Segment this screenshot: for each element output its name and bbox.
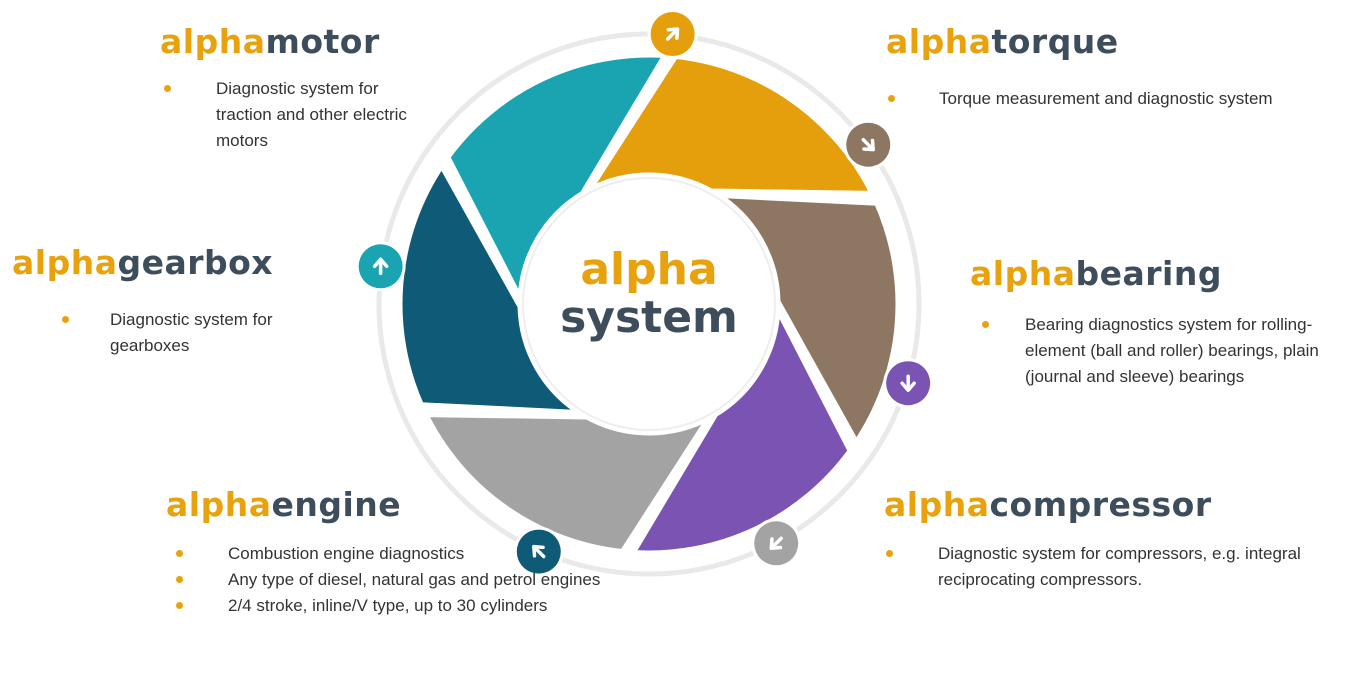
module-gearbox: alphagearbox Diagnostic system for gearb…	[12, 243, 332, 359]
bullet-icon	[176, 602, 183, 609]
module-title-engine: alphaengine	[166, 485, 636, 525]
feature-item: Any type of diesel, natural gas and petr…	[176, 567, 636, 593]
module-compressor: alphacompressor Diagnostic system for co…	[884, 485, 1344, 593]
bullet-icon	[176, 576, 183, 583]
segment-bearing	[628, 302, 855, 558]
feature-text: Combustion engine diagnostics	[228, 544, 465, 563]
module-title-motor: alphamotor	[160, 22, 450, 62]
feature-item: Torque measurement and diagnostic system	[888, 86, 1326, 112]
title-prefix: alpha	[886, 22, 992, 61]
title-prefix: alpha	[970, 254, 1076, 293]
bullet-icon	[888, 95, 895, 102]
module-title-bearing: alphabearing	[970, 254, 1355, 294]
feature-item: Diagnostic system for compressors, e.g. …	[886, 541, 1344, 593]
bullet-icon	[164, 85, 171, 92]
center-title-alpha: alpha	[580, 244, 717, 295]
feature-text: Diagnostic system for traction and other…	[216, 79, 407, 150]
feature-list-bearing: Bearing diagnostics system for rolling-e…	[982, 312, 1355, 390]
feature-item: Combustion engine diagnostics	[176, 541, 636, 567]
title-prefix: alpha	[12, 243, 118, 282]
feature-item: Diagnostic system for gearboxes	[62, 307, 332, 359]
title-suffix: gearbox	[117, 243, 274, 282]
title-prefix: alpha	[160, 22, 266, 61]
feature-text: Any type of diesel, natural gas and petr…	[228, 570, 601, 589]
arrow-up-left-icon	[513, 526, 564, 577]
feature-list-engine: Combustion engine diagnostics Any type o…	[176, 541, 636, 619]
title-prefix: alpha	[884, 485, 990, 524]
feature-text: Torque measurement and diagnostic system	[939, 89, 1273, 108]
segment-motor	[583, 51, 878, 198]
feature-list-torque: Torque measurement and diagnostic system	[888, 86, 1326, 112]
title-suffix: compressor	[989, 485, 1212, 524]
feature-text: Diagnostic system for gearboxes	[110, 310, 273, 355]
feature-text: Bearing diagnostics system for rolling-e…	[1025, 315, 1319, 386]
arrow-down-icon	[883, 358, 934, 409]
feature-text: Diagnostic system for compressors, e.g. …	[938, 544, 1301, 589]
title-suffix: engine	[271, 485, 402, 524]
arrow-down-right-icon	[843, 119, 894, 170]
feature-list-motor: Diagnostic system for traction and other…	[164, 76, 450, 154]
arrow-up-right-icon	[647, 9, 698, 60]
feature-item: Bearing diagnostics system for rolling-e…	[982, 312, 1355, 390]
arrow-up-icon	[355, 241, 406, 292]
center-disc	[522, 177, 776, 431]
title-suffix: torque	[991, 22, 1119, 61]
segment-engine	[395, 160, 587, 418]
bullet-icon	[982, 321, 989, 328]
arrow-down-left-icon	[751, 518, 802, 569]
segment-torque	[711, 190, 903, 448]
title-suffix: motor	[265, 22, 380, 61]
bullet-icon	[886, 550, 893, 557]
module-title-gearbox: alphagearbox	[12, 243, 332, 283]
feature-text: 2/4 stroke, inline/V type, up to 30 cyli…	[228, 596, 548, 615]
bullet-icon	[62, 316, 69, 323]
center-title-system: system	[560, 292, 738, 343]
feature-item: Diagnostic system for traction and other…	[164, 76, 450, 154]
module-bearing: alphabearing Bearing diagnostics system …	[970, 254, 1355, 390]
feature-item: 2/4 stroke, inline/V type, up to 30 cyli…	[176, 593, 636, 619]
bullet-icon	[176, 550, 183, 557]
feature-list-gearbox: Diagnostic system for gearboxes	[62, 307, 332, 359]
feature-list-compressor: Diagnostic system for compressors, e.g. …	[886, 541, 1344, 593]
title-prefix: alpha	[166, 485, 272, 524]
module-title-torque: alphatorque	[886, 22, 1326, 62]
segment-gearbox	[443, 50, 670, 306]
module-title-compressor: alphacompressor	[884, 485, 1344, 525]
module-motor: alphamotor Diagnostic system for tractio…	[160, 22, 450, 154]
module-engine: alphaengine Combustion engine diagnostic…	[166, 485, 636, 619]
module-torque: alphatorque Torque measurement and diagn…	[886, 22, 1326, 112]
title-suffix: bearing	[1075, 254, 1222, 293]
